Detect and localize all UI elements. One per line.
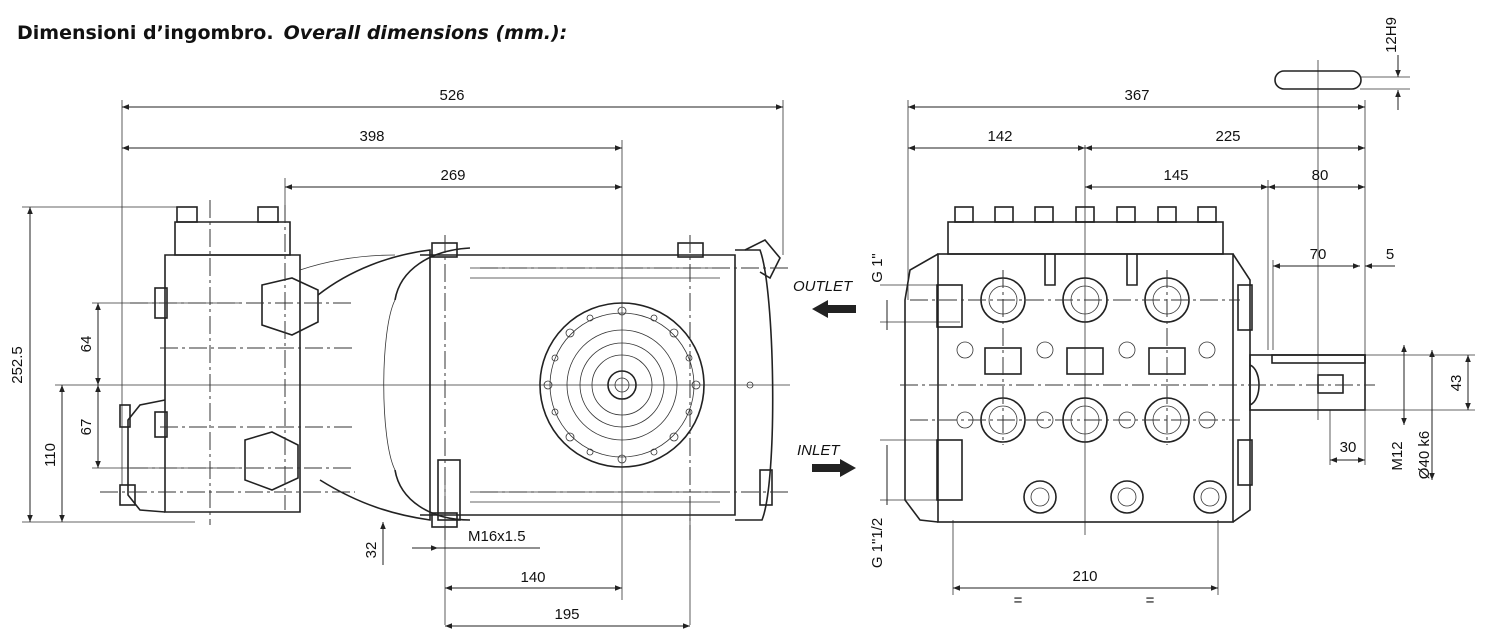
key-slot-detail (1274, 70, 1362, 90)
dim-225: 225 (1215, 128, 1240, 145)
outlet-arrow-icon (812, 300, 856, 318)
dim-195: 195 (554, 606, 579, 623)
dim-252-5: 252.5 (9, 346, 26, 384)
drawing-title: Dimensioni d’ingombro. Overall dimensions… (17, 22, 567, 44)
dim-367: 367 (1124, 87, 1149, 104)
dim-key: 12H9 (1383, 17, 1400, 53)
dim-m12: M12 (1389, 441, 1406, 470)
pump-side-body (119, 206, 781, 528)
dim-70: 70 (1310, 246, 1327, 263)
dim-eq-left: = (1014, 592, 1023, 609)
flow-indicators: OUTLET INLET (793, 278, 856, 477)
dim-thread-m16: M16x1.5 (468, 528, 526, 545)
front-view: 367 142 225 145 80 70 5 43 30 M12 Ø40 k6… (869, 17, 1475, 609)
dim-526: 526 (439, 87, 464, 104)
inlet-label: INLET (797, 442, 841, 459)
dim-shaft: Ø40 k6 (1416, 431, 1433, 479)
dim-398: 398 (359, 128, 384, 145)
dim-30: 30 (1340, 439, 1357, 456)
dim-inlet-thread: G 1"1/2 (869, 518, 886, 568)
dim-43: 43 (1448, 375, 1465, 392)
outlet-label: OUTLET (793, 278, 854, 295)
dim-64: 64 (78, 336, 95, 353)
dim-32: 32 (363, 542, 380, 559)
dim-5: 5 (1386, 246, 1394, 263)
dim-269: 269 (440, 167, 465, 184)
dim-142: 142 (987, 128, 1012, 145)
dim-140: 140 (520, 569, 545, 586)
dim-110: 110 (42, 443, 59, 467)
inlet-arrow-icon (812, 459, 856, 477)
dim-eq-right: = (1146, 592, 1155, 609)
dim-80: 80 (1312, 167, 1329, 184)
title-italian: Dimensioni d’ingombro. (17, 22, 274, 44)
dim-67: 67 (78, 419, 95, 436)
dim-210: 210 (1072, 568, 1097, 585)
dim-145: 145 (1163, 167, 1188, 184)
pump-front-body (904, 206, 1366, 523)
side-view: 526 398 269 252.5 110 64 67 32 140 195 M… (9, 87, 790, 629)
title-english: Overall dimensions (mm.): (283, 22, 568, 44)
dim-outlet-thread: G 1" (869, 253, 886, 283)
